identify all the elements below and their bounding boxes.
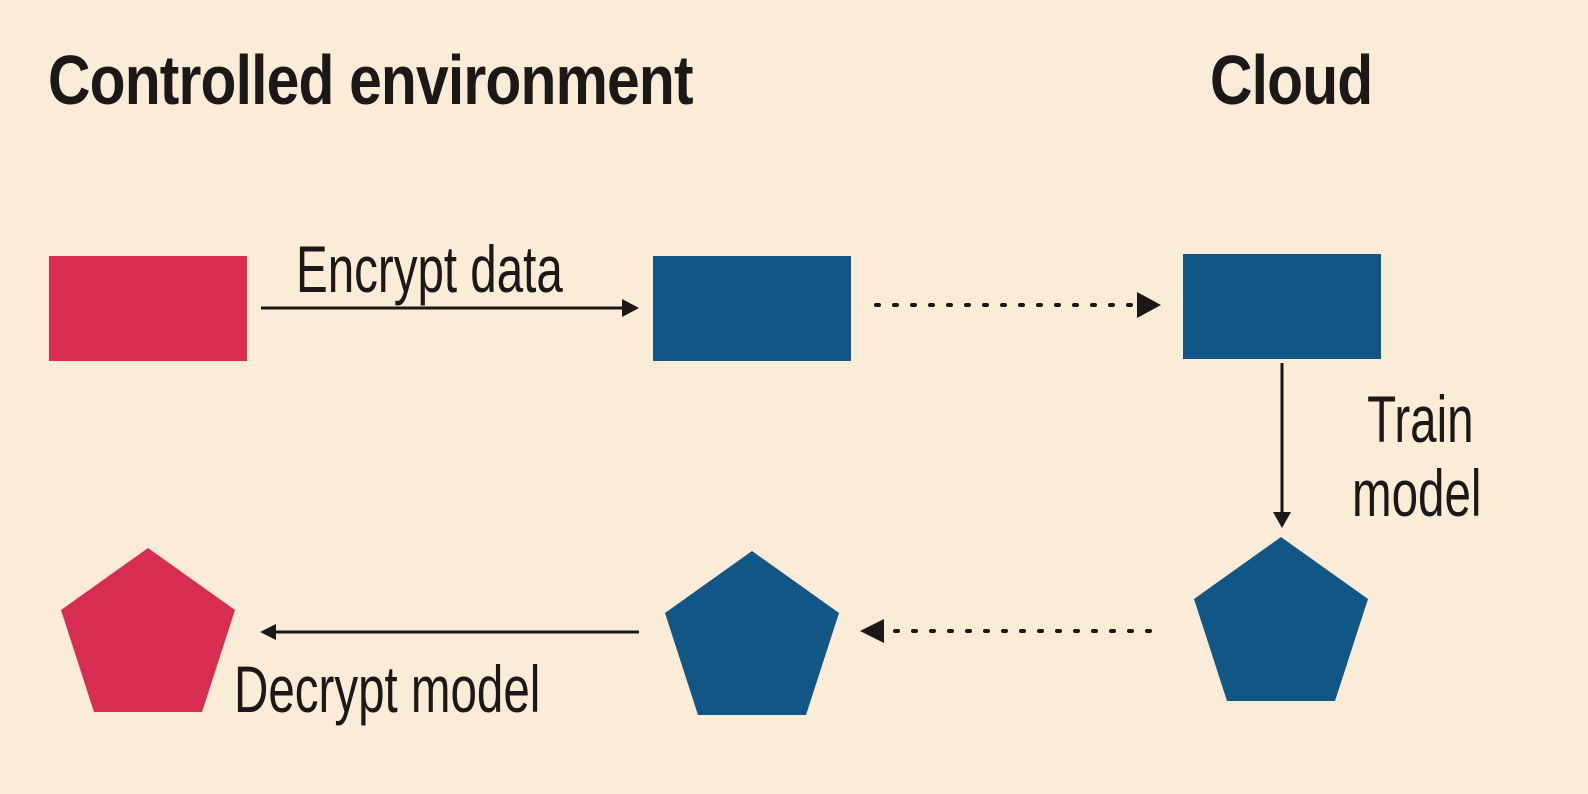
train-model-label: Train model bbox=[1352, 382, 1481, 530]
encrypted-model-pentagon-local bbox=[665, 551, 839, 715]
train-model-arrow bbox=[1273, 363, 1291, 528]
plain-data-block bbox=[49, 256, 247, 361]
decrypt-model-label: Decrypt model bbox=[234, 652, 541, 726]
upload-dotted-arrow bbox=[874, 292, 1161, 318]
controlled-environment-heading: Controlled environment bbox=[48, 41, 694, 119]
decrypt-arrow bbox=[260, 624, 639, 640]
encrypted-data-block-cloud bbox=[1183, 254, 1381, 359]
download-dotted-arrow bbox=[860, 619, 1152, 643]
train-model-label-line1: Train bbox=[1367, 382, 1474, 456]
encrypted-model-pentagon-cloud bbox=[1194, 537, 1368, 701]
train-model-label-line2: model bbox=[1352, 456, 1482, 530]
cloud-heading: Cloud bbox=[1210, 41, 1373, 119]
encrypted-data-block-local bbox=[653, 256, 851, 361]
encrypt-data-label: Encrypt data bbox=[296, 232, 563, 306]
encrypt-arrow bbox=[261, 299, 639, 317]
plain-model-pentagon bbox=[61, 548, 235, 712]
